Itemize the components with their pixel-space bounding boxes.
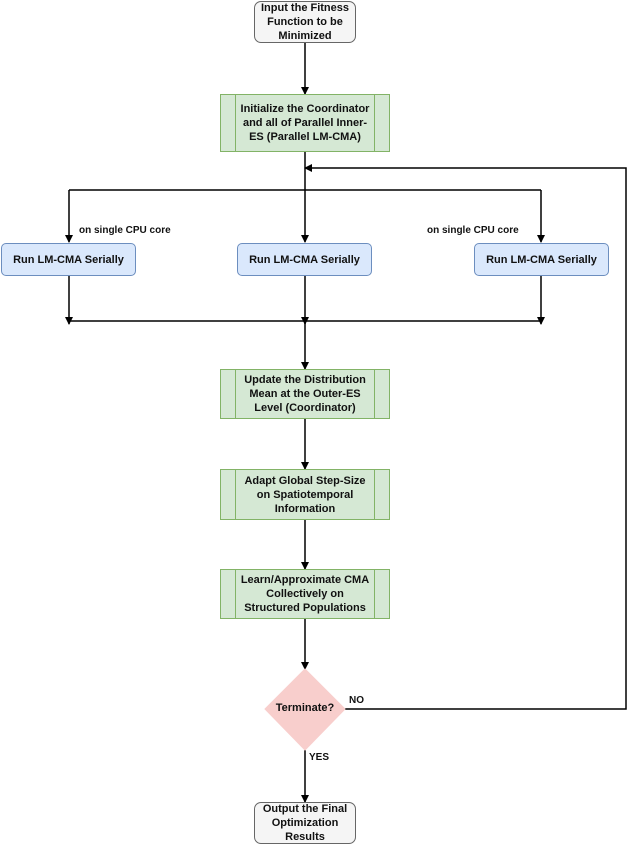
run-right-text: Run LM-CMA Serially (486, 253, 597, 266)
update-node-text: Update the Distribution Mean at the Oute… (244, 374, 366, 414)
run-left-text: Run LM-CMA Serially (13, 253, 124, 266)
yes-label: YES (309, 752, 330, 763)
adapt-node: Adapt Global Step-Size on Spatiotemporal… (220, 469, 390, 520)
initialize-node-text: Initialize the Coordinator and all of Pa… (240, 103, 370, 143)
run-middle-node: Run LM-CMA Serially (237, 243, 372, 276)
update-node: Update the Distribution Mean at the Oute… (220, 369, 390, 419)
run-left-node: Run LM-CMA Serially (1, 243, 136, 276)
learn-node: Learn/Approximate CMA Collectively on St… (220, 569, 390, 619)
terminate-text: Terminate? (275, 702, 335, 714)
run-right-node: Run LM-CMA Serially (474, 243, 609, 276)
input-node-text: Input the Fitness Function to be Minimiz… (261, 2, 349, 42)
learn-node-text: Learn/Approximate CMA Collectively on St… (240, 574, 370, 614)
left-core-label: on single CPU core (79, 225, 171, 236)
adapt-node-text: Adapt Global Step-Size on Spatiotemporal… (244, 474, 366, 515)
run-middle-text: Run LM-CMA Serially (249, 253, 360, 266)
arrow-no-loop (304, 164, 627, 710)
output-node: Output the Final Optimization Results (254, 802, 356, 844)
terminate-diamond (264, 668, 346, 751)
no-label: NO (349, 695, 364, 706)
initialize-node: Initialize the Coordinator and all of Pa… (220, 94, 390, 152)
input-node: Input the Fitness Function to be Minimiz… (254, 1, 356, 43)
output-node-text: Output the Final Optimization Results (262, 803, 348, 843)
right-core-label: on single CPU core (427, 225, 519, 236)
